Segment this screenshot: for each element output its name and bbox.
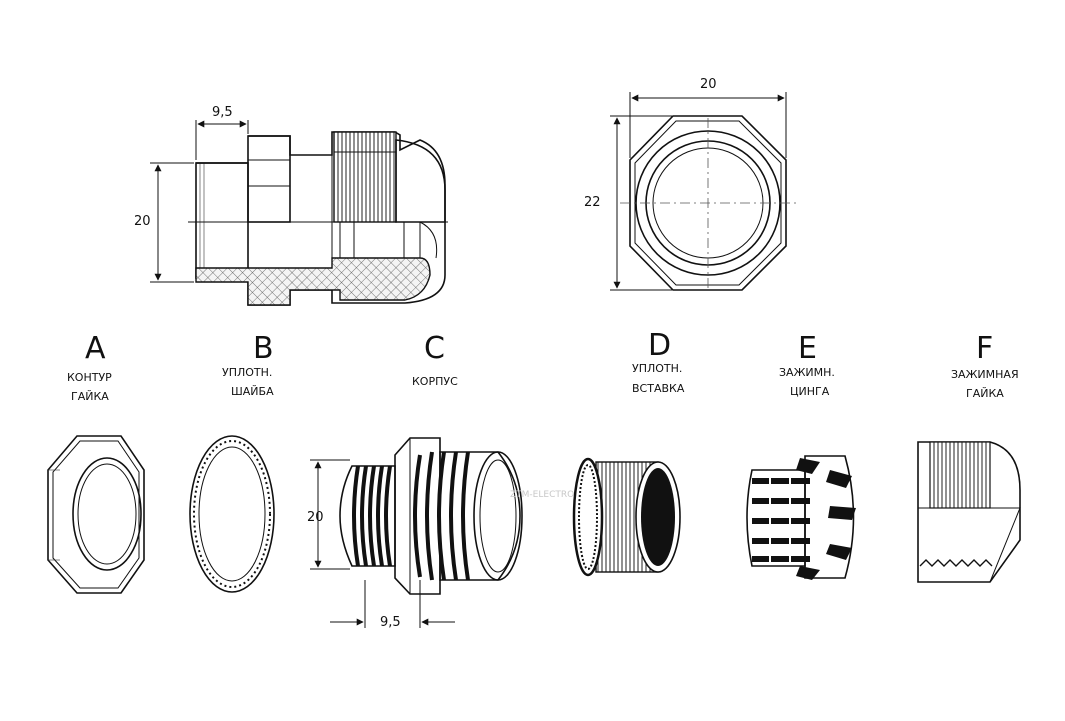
dim-top-height: 22 — [584, 195, 601, 210]
sealing-washer-icon — [189, 435, 275, 593]
part-letter-b: B — [253, 331, 274, 366]
part-caption-d-line1: УПЛОТН. — [632, 362, 682, 375]
dim-side-thread-length: 9,5 — [212, 105, 233, 120]
gland-body-icon — [310, 437, 523, 628]
clamping-collet-icon — [746, 455, 856, 580]
part-caption-e-line2: ЦИНГА — [790, 385, 830, 398]
part-caption-a-line1: КОНТУР — [67, 371, 112, 384]
dim-top-width: 20 — [700, 77, 717, 92]
part-letter-a: A — [85, 331, 106, 366]
part-caption-f-line2: ГАЙКА — [966, 387, 1004, 400]
sealing-insert-icon — [572, 457, 681, 577]
part-letter-e: E — [798, 331, 817, 366]
part-caption-b-line2: ШАЙБА — [231, 385, 274, 398]
dim-body-thread-length: 9,5 — [380, 615, 401, 630]
watermark: ZTM-ELECTRO — [510, 490, 574, 500]
part-caption-d-line2: ВСТАВКА — [632, 382, 685, 395]
part-caption-f-line1: ЗАЖИМНАЯ — [951, 368, 1019, 381]
clamping-nut-icon — [917, 441, 1021, 583]
part-caption-c-line1: КОРПУС — [412, 375, 458, 388]
part-letter-f: F — [976, 331, 993, 366]
cable-gland-top-view — [610, 92, 800, 291]
cable-gland-side-view — [150, 120, 448, 306]
part-letter-d: D — [648, 328, 671, 363]
part-caption-e-line1: ЗАЖИМН. — [779, 366, 835, 379]
part-caption-b-line1: УПЛОТН. — [222, 366, 272, 379]
dim-body-height: 20 — [307, 510, 324, 525]
locknut-icon — [47, 435, 145, 594]
dim-side-height: 20 — [134, 214, 151, 229]
part-letter-c: C — [424, 331, 445, 366]
part-caption-a-line2: ГАЙКА — [71, 390, 109, 403]
